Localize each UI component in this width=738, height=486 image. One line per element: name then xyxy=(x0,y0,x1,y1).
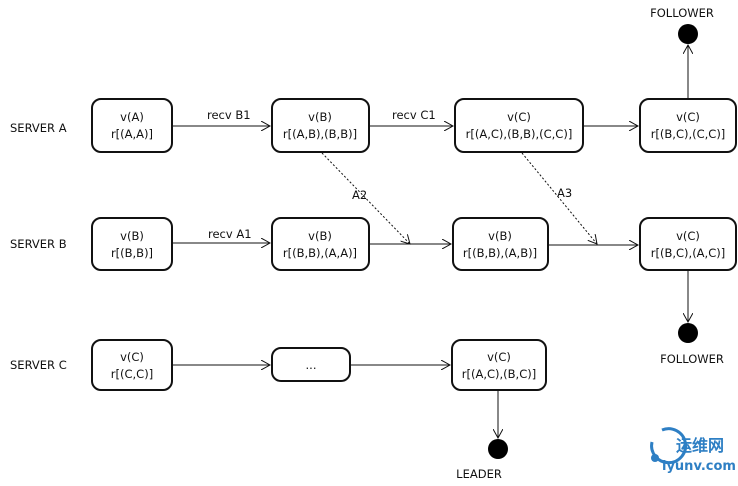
node-b1-version: v(B) xyxy=(120,229,144,243)
node-a3-version: v(C) xyxy=(507,110,531,124)
node-c3-version: v(C) xyxy=(487,350,511,364)
edge-label-a2: A2 xyxy=(352,188,367,202)
node-a2: v(B) r[(A,B),(B,B)] xyxy=(271,98,370,153)
node-c1-version: v(C) xyxy=(120,350,144,364)
node-a2-records: r[(A,B),(B,B)] xyxy=(283,127,357,141)
leader-label: LEADER xyxy=(456,467,502,481)
message-a2 xyxy=(321,152,410,244)
node-a4-records: r[(B,C),(C,C)] xyxy=(651,127,726,141)
node-c3: v(C) r[(A,C),(B,C)] xyxy=(451,339,547,391)
edge-label-recv-a1: recv A1 xyxy=(208,227,252,241)
edge-label-recv-b1: recv B1 xyxy=(207,108,251,122)
node-b3-records: r[(B,B),(A,B)] xyxy=(463,246,537,260)
node-b2-version: v(B) xyxy=(308,229,332,243)
server-a-label: SERVER A xyxy=(10,121,67,135)
node-b2-records: r[(B,B),(A,A)] xyxy=(283,246,357,260)
node-a4: v(C) r[(B,C),(C,C)] xyxy=(639,98,737,153)
server-b-label: SERVER B xyxy=(10,237,67,251)
node-b3-version: v(B) xyxy=(488,229,512,243)
server-c-label: SERVER C xyxy=(10,358,67,372)
watermark-text: 运维网 xyxy=(676,436,724,455)
watermark-logo: 运维网 iyunv.com xyxy=(650,427,736,474)
node-c3-records: r[(A,C),(B,C)] xyxy=(462,367,536,381)
node-b4-records: r[(B,C),(A,C)] xyxy=(651,246,725,260)
node-b4-version: v(C) xyxy=(676,229,700,243)
node-c2: ... xyxy=(271,347,351,382)
node-b3: v(B) r[(B,B),(A,B)] xyxy=(452,217,549,271)
edge-label-a3: A3 xyxy=(557,186,572,200)
edge-label-recv-c1: recv C1 xyxy=(392,108,436,122)
node-a2-version: v(B) xyxy=(308,110,332,124)
follower-a-terminal xyxy=(678,24,698,44)
node-b2: v(B) r[(B,B),(A,A)] xyxy=(271,217,370,271)
node-a1-version: v(A) xyxy=(120,110,144,124)
node-a1: v(A) r[(A,A)] xyxy=(91,98,173,153)
node-a3: v(C) r[(A,C),(B,B),(C,C)] xyxy=(454,98,584,153)
node-b4: v(C) r[(B,C),(A,C)] xyxy=(639,217,737,271)
node-c1-records: r[(C,C)] xyxy=(111,367,153,381)
follower-b-label: FOLLOWER xyxy=(660,352,724,366)
follower-a-label: FOLLOWER xyxy=(650,6,714,20)
node-b1: v(B) r[(B,B)] xyxy=(91,217,173,271)
follower-b-terminal xyxy=(678,323,698,343)
node-c1: v(C) r[(C,C)] xyxy=(91,339,173,391)
watermark-dot-icon xyxy=(651,454,659,462)
leader-terminal xyxy=(488,439,508,459)
node-a3-records: r[(A,C),(B,B),(C,C)] xyxy=(466,127,573,141)
node-a4-version: v(C) xyxy=(676,110,700,124)
node-c2-ellipsis: ... xyxy=(306,358,317,372)
node-a1-records: r[(A,A)] xyxy=(111,127,153,141)
watermark-url: iyunv.com xyxy=(662,459,736,474)
node-b1-records: r[(B,B)] xyxy=(111,246,153,260)
